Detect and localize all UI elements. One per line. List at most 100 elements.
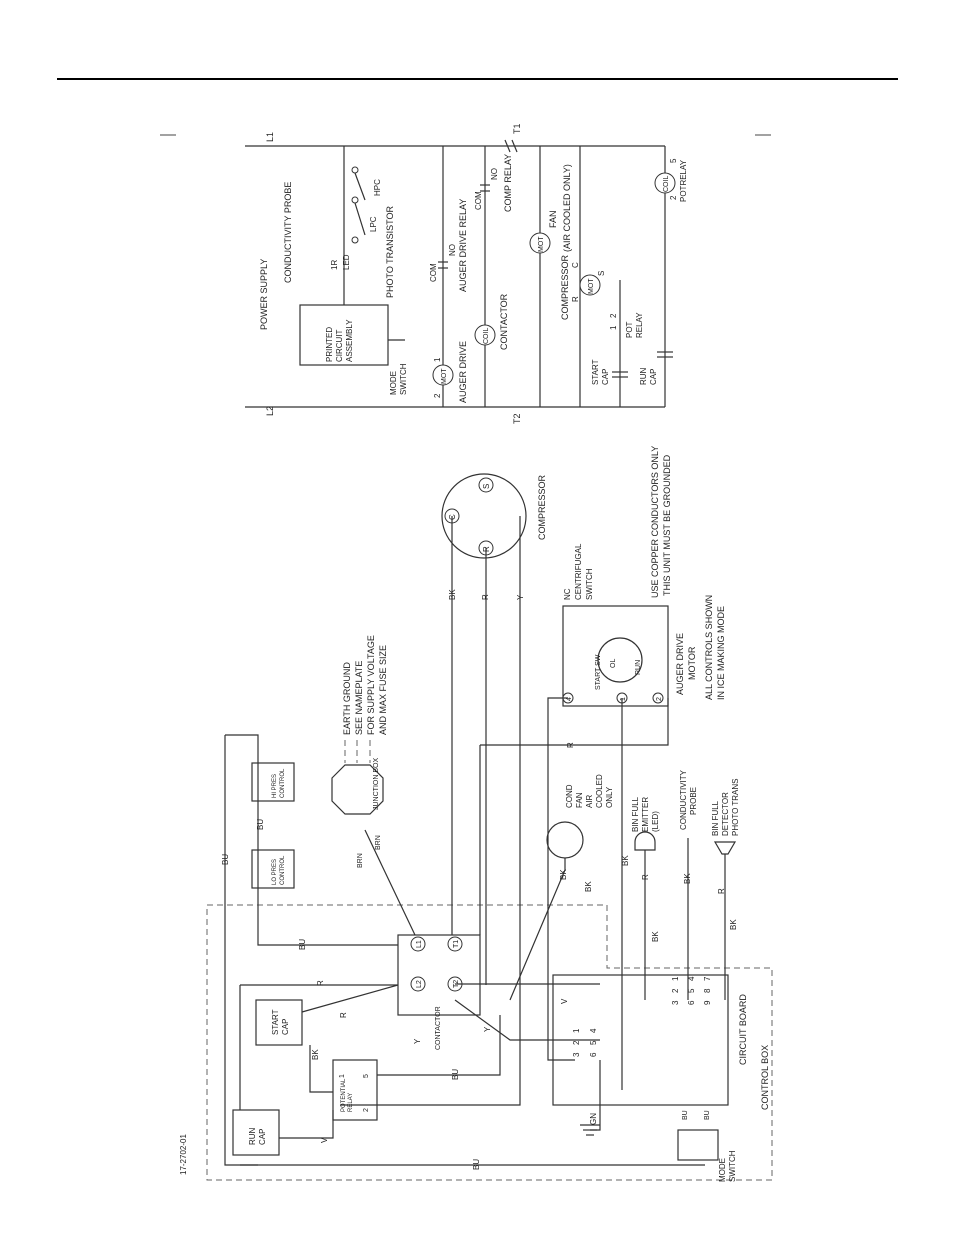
label-control-box: CONTROL BOX bbox=[760, 1045, 770, 1110]
label-cb-e2: 7 bbox=[703, 976, 712, 981]
label-led-sch: (LED) bbox=[651, 811, 660, 832]
top-rule bbox=[57, 78, 898, 80]
ladder-T2: T2 bbox=[512, 413, 522, 424]
label-nc: NC bbox=[563, 588, 572, 600]
label-num-2: 2 bbox=[433, 393, 442, 398]
label-mot-1: MOT bbox=[441, 368, 448, 384]
cond-fan-icon bbox=[546, 821, 584, 859]
wire-label-v: V bbox=[560, 998, 569, 1004]
label-cb-a0: 3 bbox=[572, 1052, 581, 1057]
control-box-outline bbox=[206, 904, 773, 1181]
label-cb-b1: 5 bbox=[589, 1040, 598, 1045]
wire-label-gn: GN bbox=[589, 1113, 598, 1125]
label-pr-1-sch: 1 bbox=[339, 1074, 346, 1078]
label-bin-full-2: BIN FULL bbox=[711, 800, 720, 836]
label-no-1: NO bbox=[448, 244, 457, 256]
label-run-cap-2: CAP bbox=[649, 369, 658, 385]
auger-drive-motor-box bbox=[562, 605, 669, 707]
wire-label-bk: BK bbox=[651, 931, 660, 942]
contactor-coil-icon bbox=[474, 324, 496, 346]
label-compressor-sch: COMPRESSOR bbox=[537, 474, 547, 540]
label-photo-trans: PHOTO TRANS bbox=[731, 779, 740, 837]
label-pr-2: 2 bbox=[609, 313, 618, 318]
pot-relay-coil-icon bbox=[654, 172, 676, 194]
label-run-cap-1: RUN bbox=[639, 367, 648, 385]
wire-label-r: R bbox=[641, 874, 650, 880]
label-cb-d1: 5 bbox=[687, 988, 696, 993]
label-conductivity-probe: CONDUCTIVITY PROBE bbox=[283, 182, 293, 283]
wire-label-bu: BU bbox=[221, 854, 230, 865]
label-pr-2-sch: 2 bbox=[363, 1108, 370, 1112]
label-cb-a2: 1 bbox=[572, 1028, 581, 1033]
label-led: LED bbox=[342, 254, 351, 270]
label-fan-sch: FAN bbox=[575, 792, 584, 808]
drawing-number: 17-2702-01 bbox=[179, 1134, 188, 1175]
run-cap-box bbox=[232, 1109, 280, 1156]
label-fan: FAN bbox=[548, 210, 558, 228]
label-nameplate-2: FOR SUPPLY VOLTAGE bbox=[366, 635, 376, 735]
label-cb-c2: 1 bbox=[671, 976, 680, 981]
label-lpc: LPC bbox=[369, 216, 378, 232]
label-pca-3: ASSEMBLY bbox=[345, 319, 354, 362]
label-pot-relay-1: POT bbox=[625, 321, 634, 338]
label-nameplate-1: SEE NAMEPLATE bbox=[354, 661, 364, 735]
label-term-T1: T1 bbox=[453, 940, 460, 948]
label-potential-1: POTENTIAL bbox=[341, 1078, 347, 1112]
label-hi-pres-2: CONTROL bbox=[280, 768, 286, 798]
wire-label-r: R bbox=[481, 594, 490, 600]
label-motor: MOTOR bbox=[687, 646, 697, 680]
lpc-switch-terminal-icon bbox=[351, 236, 359, 244]
label-no-2: NO bbox=[490, 168, 499, 180]
label-switch2: SWITCH bbox=[728, 1150, 737, 1182]
label-num-1: 1 bbox=[433, 357, 442, 362]
wire-label-bk: BK bbox=[683, 873, 692, 884]
label-cb-d0: 6 bbox=[687, 1000, 696, 1005]
ladder-diagram: L1 L2 T1 T2 POWER SUPPLY CONDUCTIVITY PR… bbox=[160, 123, 771, 424]
lo-pres-control-box bbox=[251, 849, 295, 889]
label-motor-1: 1 bbox=[620, 697, 627, 701]
label-start-cap-1: START bbox=[591, 359, 600, 385]
label-coil-2: COIL bbox=[663, 176, 670, 192]
label-cond: COND bbox=[565, 784, 574, 808]
label-comp-relay: COMP RELAY bbox=[503, 154, 513, 212]
wire-label-v: V bbox=[320, 1137, 329, 1143]
label-pca-1: PRINTED bbox=[325, 327, 334, 362]
label-cb-d2: 4 bbox=[687, 976, 696, 981]
wire-label-bu: BU bbox=[451, 1069, 460, 1080]
lpc-switch-icon bbox=[351, 196, 359, 204]
label-motor-4: 4 bbox=[566, 697, 573, 701]
ladder-T1: T1 bbox=[512, 123, 522, 134]
wiring-schematic: 17-2702-01 COMPRESSOR C R S USE COPPER C… bbox=[179, 446, 773, 1182]
label-junction-box: JUNCTION BOX bbox=[373, 758, 380, 810]
label-auger-drive-relay: AUGER DRIVE RELAY bbox=[458, 199, 468, 292]
wire-label-y: Y bbox=[516, 594, 525, 600]
label-potrelay: POTRELAY bbox=[679, 159, 688, 202]
compressor-motor-icon bbox=[579, 274, 601, 296]
label-auger-drive: AUGER DRIVE bbox=[458, 341, 468, 403]
label-hpc: HPC bbox=[373, 179, 382, 196]
label-comp-s: S bbox=[482, 484, 491, 489]
label-conductivity: CONDUCTIVITY bbox=[679, 769, 688, 830]
label-cb-b0: 6 bbox=[589, 1052, 598, 1057]
wire-label-bk: BK bbox=[311, 1049, 320, 1060]
label-coil-1: COIL bbox=[483, 328, 490, 344]
label-compressor: COMPRESSOR bbox=[560, 254, 570, 320]
hi-pres-control-box bbox=[251, 762, 295, 802]
label-cb-e1: 8 bbox=[703, 988, 712, 993]
bin-full-emitter-icon bbox=[634, 831, 656, 851]
label-com-1: COM bbox=[429, 263, 438, 282]
label-mot-3: MOT bbox=[588, 278, 595, 294]
label-mode: MODE bbox=[718, 1158, 727, 1182]
label-nameplate-3: AND MAX FUSE SIZE bbox=[378, 645, 388, 735]
label-emitter: EMITTER bbox=[641, 797, 650, 832]
label-lo-pres-1: LO PRES bbox=[272, 859, 278, 885]
label-com-2: COM bbox=[474, 191, 483, 210]
label-pca-2: CIRCUIT bbox=[335, 329, 344, 362]
label-centrifugal: CENTRIFUGAL bbox=[574, 543, 583, 600]
label-detector: DETECTOR bbox=[721, 792, 730, 836]
label-term-T2: T2 bbox=[453, 980, 460, 988]
wire-label-y: Y bbox=[413, 1038, 422, 1044]
label-pr-1: 1 bbox=[609, 325, 618, 330]
wire-label-bk: BK bbox=[621, 855, 630, 866]
